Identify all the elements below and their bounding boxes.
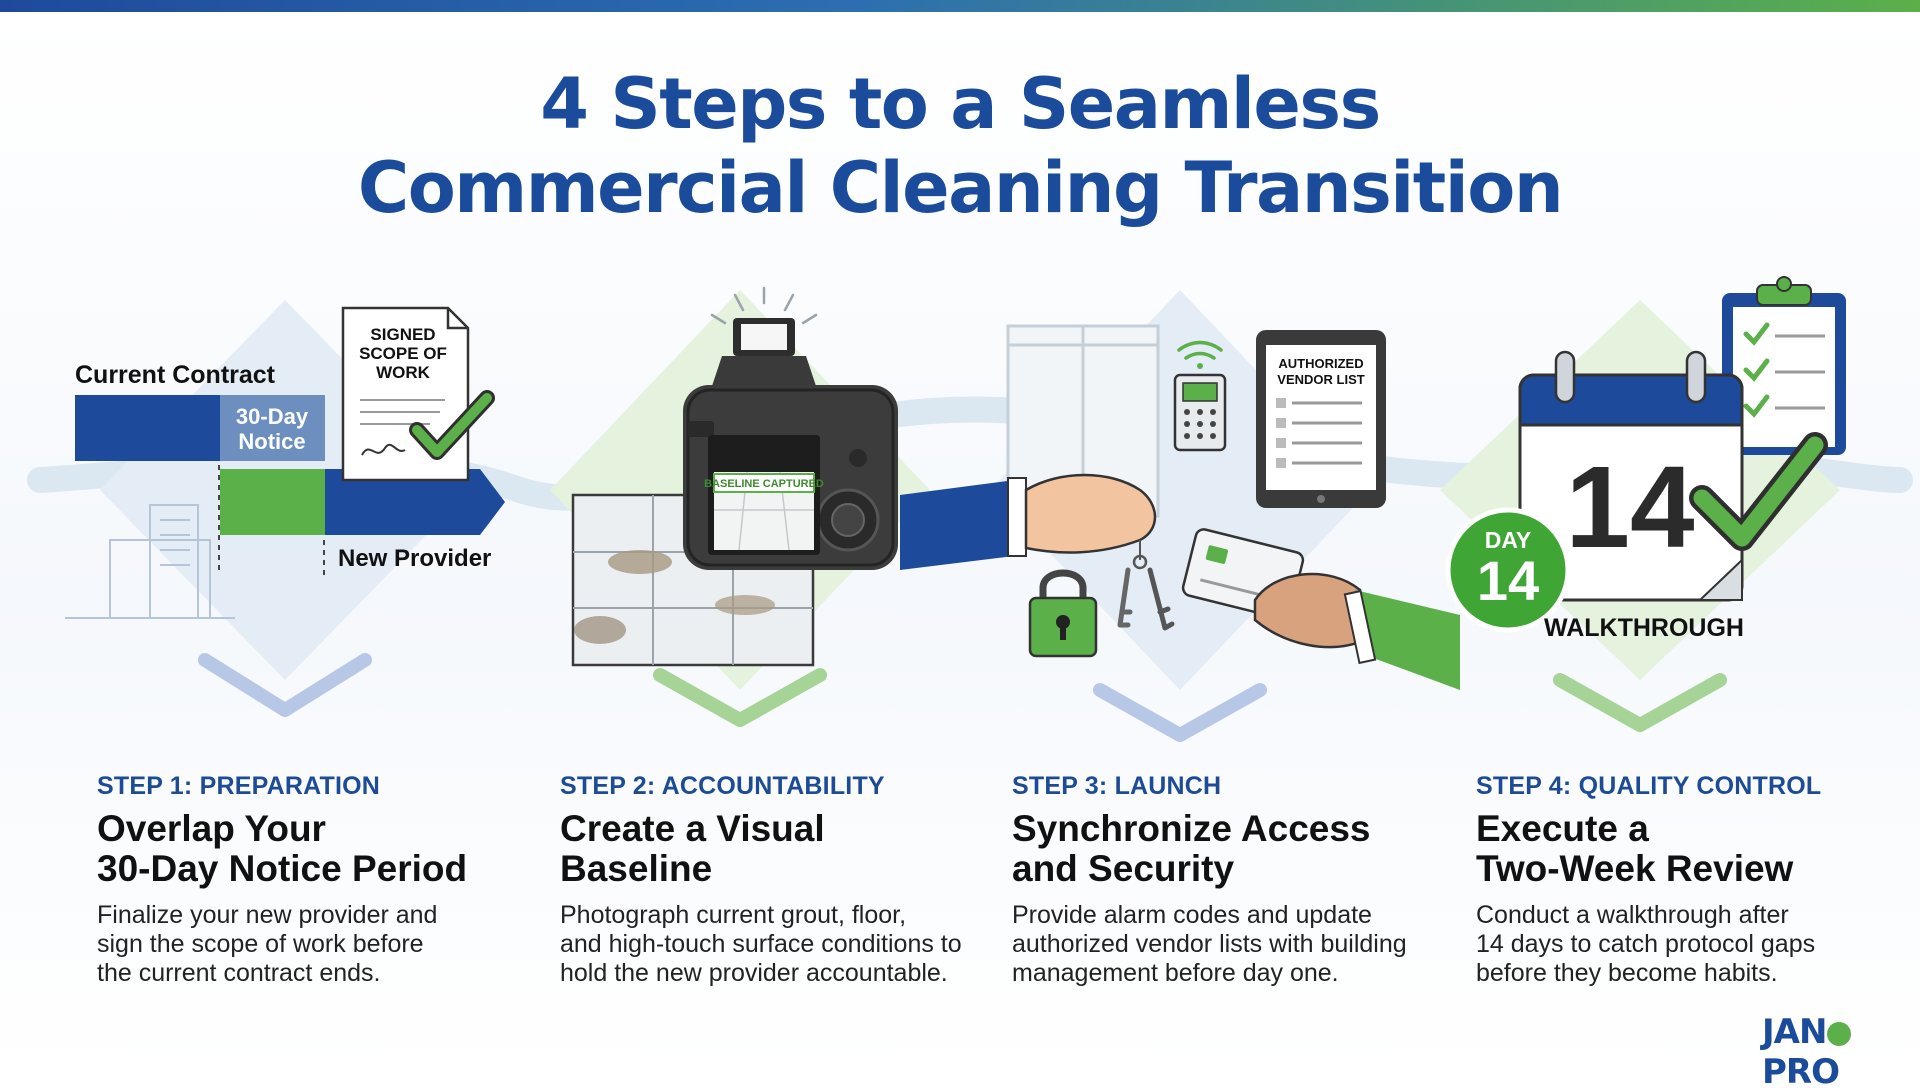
step-2-body-line-1: Photograph current grout, floor,: [560, 901, 907, 929]
step-2-heading: Create a Visual Baseline: [560, 809, 980, 889]
title-line-2: Commercial Cleaning Transition: [357, 147, 1564, 229]
step-3-body-line-2: authorized vendor lists with building: [1012, 930, 1407, 958]
step-3-heading: Synchronize Access and Security: [1012, 809, 1432, 889]
step-4-heading-line-2: Two-Week Review: [1476, 848, 1794, 889]
step-2-label: STEP 2: ACCOUNTABILITY: [560, 772, 885, 800]
hand-with-card-icon: [1253, 572, 1460, 690]
hand-with-keys-icon: [900, 473, 1175, 631]
padlock-icon: [1028, 569, 1098, 658]
step-1-body-line-2: sign the scope of work before: [97, 930, 424, 958]
step-3-body: Provide alarm codes and update authorize…: [1012, 901, 1432, 988]
step-2-body-line-3: hold the new provider accountable.: [560, 959, 948, 987]
document-line-1: SIGNED: [370, 325, 435, 344]
document-line-3: WORK: [376, 363, 431, 382]
walkthrough-label: WALKTHROUGH: [1544, 614, 1744, 642]
step-4-body-line-2: 14 days to catch protocol gaps: [1476, 930, 1816, 958]
step-4-body: Conduct a walkthrough after 14 days to c…: [1476, 901, 1896, 988]
step-4-heading: Execute a Two-Week Review: [1476, 809, 1896, 889]
step-2-body-line-2: and high-touch surface conditions to: [560, 930, 962, 958]
page-title: 4 Steps to a Seamless Commercial Cleanin…: [0, 62, 1920, 230]
step-3-label: STEP 3: LAUNCH: [1012, 772, 1222, 800]
step-1-body-line-3: the current contract ends.: [97, 959, 381, 987]
new-provider-label: New Provider: [338, 545, 491, 572]
step-1-heading: Overlap Your 30-Day Notice Period: [97, 809, 517, 889]
step-3: STEP 3: LAUNCH Synchronize Access and Se…: [1012, 772, 1432, 988]
notice-line-1: 30-Day: [236, 404, 309, 429]
camera-icon: [683, 318, 898, 570]
step-2: STEP 2: ACCOUNTABILITY Create a Visual B…: [560, 772, 980, 988]
notice-overlap-block: [220, 395, 325, 461]
notice-line-2: Notice: [238, 429, 305, 454]
step-1-label: STEP 1: PREPARATION: [97, 772, 381, 800]
tablet-line-2: VENDOR LIST: [1277, 372, 1364, 387]
current-contract-label: Current Contract: [75, 361, 276, 389]
big-checkmark-icon: [1693, 436, 1824, 547]
step-3-body-line-1: Provide alarm codes and update: [1012, 901, 1372, 929]
step-1-body-line-1: Finalize your new provider and: [97, 901, 438, 929]
step-4-body-line-3: before they become habits.: [1476, 959, 1778, 987]
building-icon: [65, 504, 235, 619]
tablet-icon: [1256, 330, 1386, 508]
step-2-heading-line-2: Baseline: [560, 848, 713, 889]
brand-logo: JANPRO: [1762, 1012, 1920, 1092]
step-3-heading-line-1: Synchronize Access: [1012, 808, 1371, 849]
step-3-body-line-3: management before day one.: [1012, 959, 1339, 987]
step-1-heading-line-1: Overlap Your: [97, 808, 326, 849]
calendar-day-number: 14: [1565, 442, 1694, 572]
diamond-bg-3-chevron: [1093, 683, 1267, 742]
tablet-line-1: AUTHORIZED: [1278, 356, 1363, 371]
step-2-heading-line-1: Create a Visual: [560, 808, 825, 849]
alarm-keypad-icon: [1173, 373, 1227, 452]
signed-document-icon: [341, 306, 470, 482]
step-4-heading-line-1: Execute a: [1476, 808, 1649, 849]
day-badge-number: 14: [1477, 549, 1539, 612]
step-4-label: STEP 4: QUALITY CONTROL: [1476, 772, 1822, 800]
illustration-band: Current Contract 30-Day Notice New Provi…: [27, 276, 1913, 742]
logo-text-right: PRO: [1762, 1052, 1840, 1092]
clipboard-checklist-icon: [1722, 276, 1846, 455]
diamond-bg-2-chevron: [653, 668, 827, 727]
document-line-2: SCOPE OF: [359, 344, 447, 363]
title-line-1: 4 Steps to a Seamless: [540, 63, 1381, 145]
step-4: STEP 4: QUALITY CONTROL Execute a Two-We…: [1476, 772, 1896, 988]
wifi-icon: [1177, 340, 1223, 369]
calendar-icon: [1518, 350, 1744, 602]
new-provider-bar: [325, 469, 505, 535]
flash-burst-icon: [710, 286, 818, 325]
step-1-heading-line-2: 30-Day Notice Period: [97, 848, 468, 889]
step-4-body-line-1: Conduct a walkthrough after: [1476, 901, 1789, 929]
diamond-bg-1-chevron: [198, 653, 372, 717]
step-1-body: Finalize your new provider and sign the …: [97, 901, 517, 988]
camera-screen-label: BASELINE CAPTURED: [704, 478, 824, 490]
step-1: STEP 1: PREPARATION Overlap Your 30-Day …: [97, 772, 517, 988]
diamond-bg-4-chevron: [1553, 673, 1727, 732]
day-badge: [1445, 507, 1571, 633]
step-2-body: Photograph current grout, floor, and hig…: [560, 901, 980, 988]
checkmark-icon-fill: [412, 393, 492, 457]
top-accent-bar: [0, 0, 1920, 12]
day-badge-top: DAY: [1485, 527, 1531, 553]
new-provider-overlap: [220, 469, 325, 535]
step-3-heading-line-2: and Security: [1012, 848, 1235, 889]
logo-text-left: JAN: [1762, 1012, 1827, 1052]
logo-globe-icon: [1827, 1022, 1852, 1046]
